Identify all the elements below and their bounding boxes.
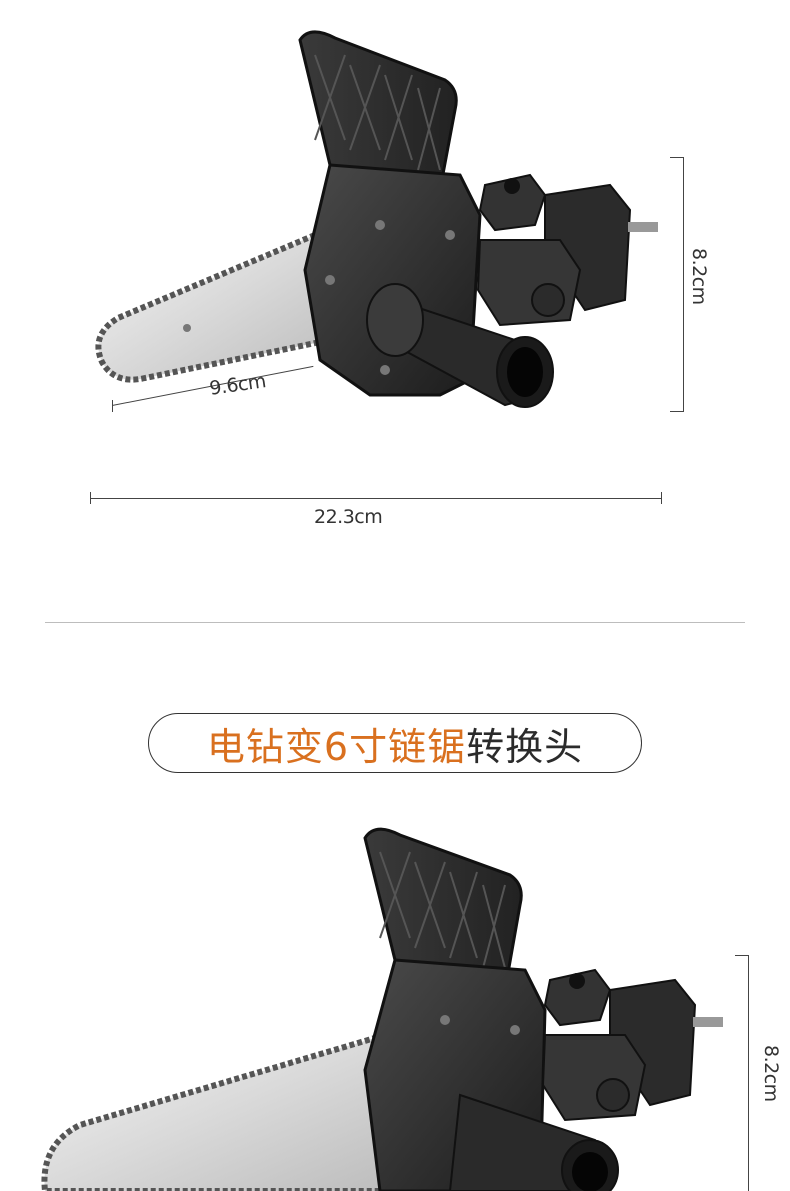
- chainsaw-attachment-image-bottom: [41, 827, 723, 1191]
- title-rest: 转换头: [466, 724, 584, 769]
- chainsaw-attachment-image-top: [95, 30, 658, 408]
- height-label-top: 8.2cm: [688, 248, 710, 305]
- product-title: 电钻变6寸链锯转换头: [148, 713, 642, 773]
- title-highlight: 电钻变6寸链锯: [206, 724, 467, 769]
- section-divider: [45, 622, 745, 623]
- length-label: 22.3cm: [314, 506, 383, 528]
- saw-blade: [95, 230, 334, 383]
- height-label-bottom: 8.2cm: [760, 1045, 782, 1102]
